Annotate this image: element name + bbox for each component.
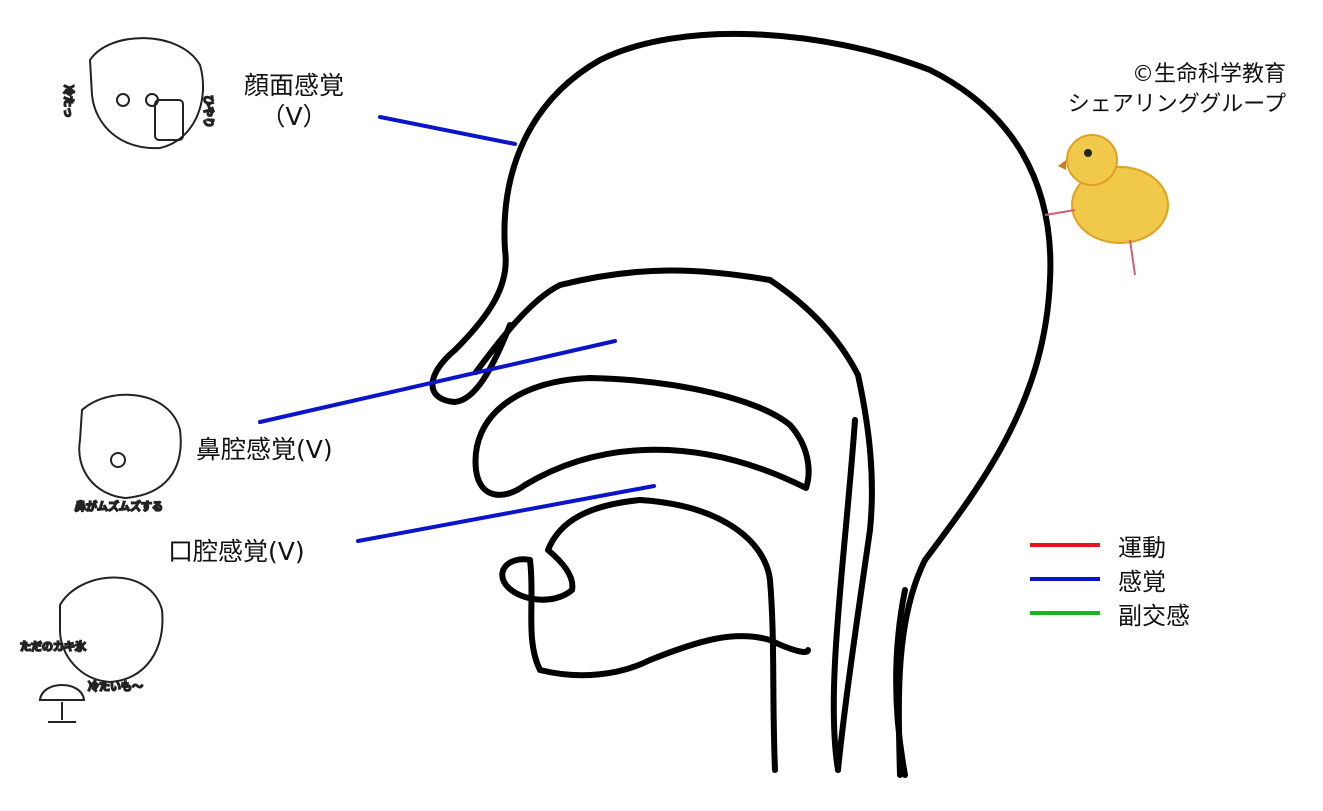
face-note-left: 冷たっ [62,85,75,118]
face-sketch-oral: ただのカキ氷 冷たいも〜 [19,576,164,723]
legend: 運動 感覚 副交感 [1030,528,1190,630]
face-sensation-label: 顔面感覚 （Ⅴ） [232,70,356,133]
legend-label-parasympathetic: 副交感 [1118,601,1190,630]
oral-sensation-label: 口腔感覚(Ⅴ) [168,537,305,566]
nasal-sensory-line [258,339,617,424]
head-outline [429,30,1054,778]
legend-swatch-sensory [1030,577,1100,581]
face-sensation-line1: 顔面感覚 [243,71,344,100]
pharynx-wall [830,417,858,773]
legend-item-sensory: 感覚 [1030,562,1190,596]
nasal-sensation-label: 鼻腔感覚(Ⅴ) [196,435,333,464]
nasal-note: 鼻がムズムズする [75,499,163,513]
oral-note-right: 冷たいも〜 [88,680,143,693]
face-sketch-cold: 冷たっ ひやり [61,37,216,150]
nasal-cavity-outline [473,267,875,773]
face-note-right: ひやり [202,95,215,128]
face-sensation-line2: （Ⅴ） [260,102,328,132]
legend-swatch-parasympathetic [1030,611,1100,615]
copyright-block: ©生命科学教育 シェアリンググループ [1010,60,1286,119]
copyright-line2: シェアリンググループ [1067,91,1286,117]
palate-outline [472,375,812,498]
oral-sensory-line [356,484,656,543]
face-sensory-line [378,115,517,146]
oral-note-left: ただのカキ氷 [20,640,86,653]
copyright-line1: ©生命科学教育 [1131,62,1286,87]
legend-item-motor: 運動 [1030,528,1190,562]
face-sketch-nasal: 鼻がムズムズする [74,393,182,514]
legend-item-parasympathetic: 副交感 [1030,596,1190,630]
legend-swatch-motor [1030,543,1100,547]
chick-drawing [1044,134,1169,276]
legend-label-motor: 運動 [1118,533,1166,562]
legend-label-sensory: 感覚 [1118,567,1166,596]
oral-outline [499,497,908,778]
